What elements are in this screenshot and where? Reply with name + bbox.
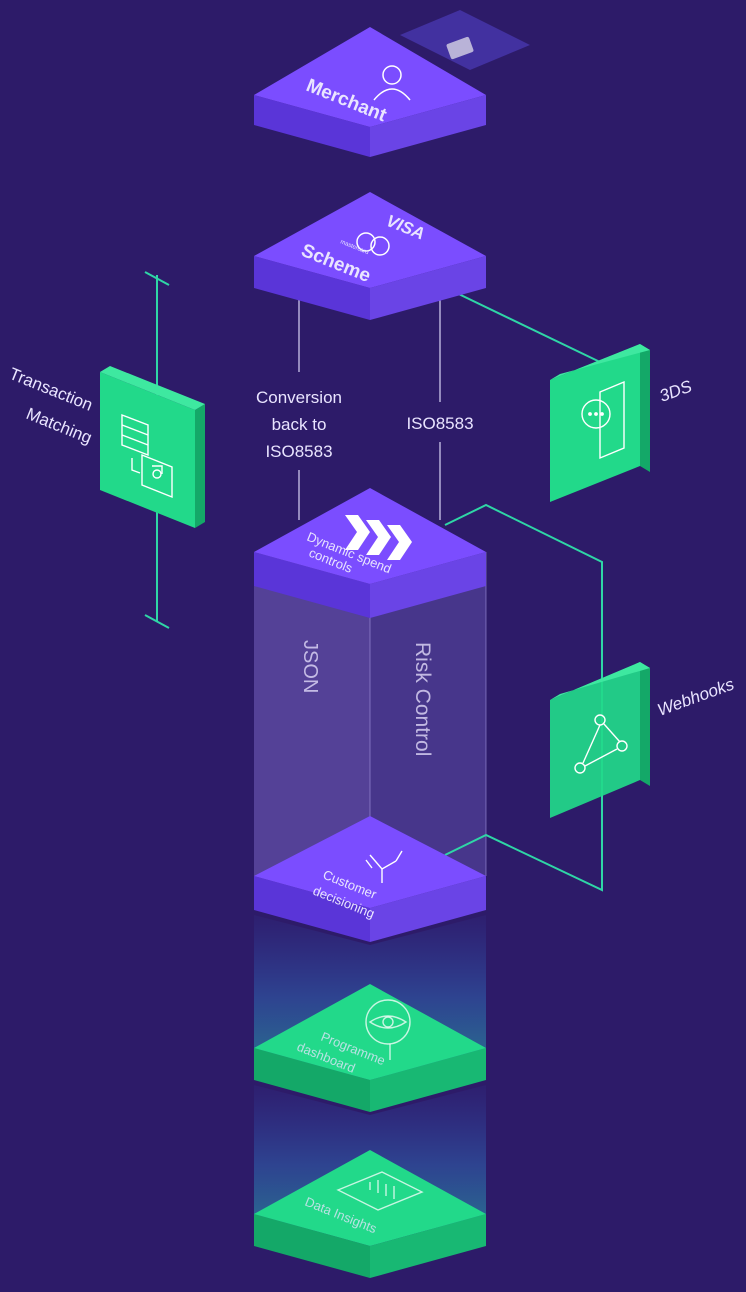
conversion-label-line3: ISO8583 [265,442,332,461]
transaction-matching-label-line1: Transaction [7,364,96,415]
branching-arrows-icon [365,850,403,883]
eye-magnifier-icon [365,999,411,1060]
bar-chart-monitor-icon [336,1171,424,1211]
webhooks-module [550,662,650,818]
spend-controls-layer: Dynamic spend controls [254,488,486,618]
transaction-matching-module [100,366,205,528]
risk-control-block [254,552,487,908]
programme-dashboard-layer: Programme dashboard [254,984,486,1112]
person-icon [373,65,411,101]
card-chip-icon [446,36,474,60]
iso8583-label: ISO8583 [406,414,473,433]
scheme-layer: VISA mastercard Scheme [254,192,486,320]
json-label: JSON [299,640,321,693]
merchant-layer: Merchant [254,10,530,157]
chat-phone-icon [581,380,625,460]
webhook-icon [574,714,628,774]
customer-decisioning-layer: Customer decisioning [254,816,486,942]
three-ds-label: 3DS [657,376,695,405]
data-insights-layer: Data Insights [254,1150,486,1278]
conversion-label-line2: back to [272,415,327,434]
matching-icon [121,413,173,499]
mastercard-logo-icon [356,232,390,256]
conversion-label-line1: Conversion [256,388,342,407]
three-ds-module [550,344,650,502]
chevron-arrows-icon [345,515,412,560]
webhooks-label: Webhooks [655,674,737,719]
connector-scheme-3ds [439,284,601,363]
risk-control-label: Risk Control [411,642,434,756]
